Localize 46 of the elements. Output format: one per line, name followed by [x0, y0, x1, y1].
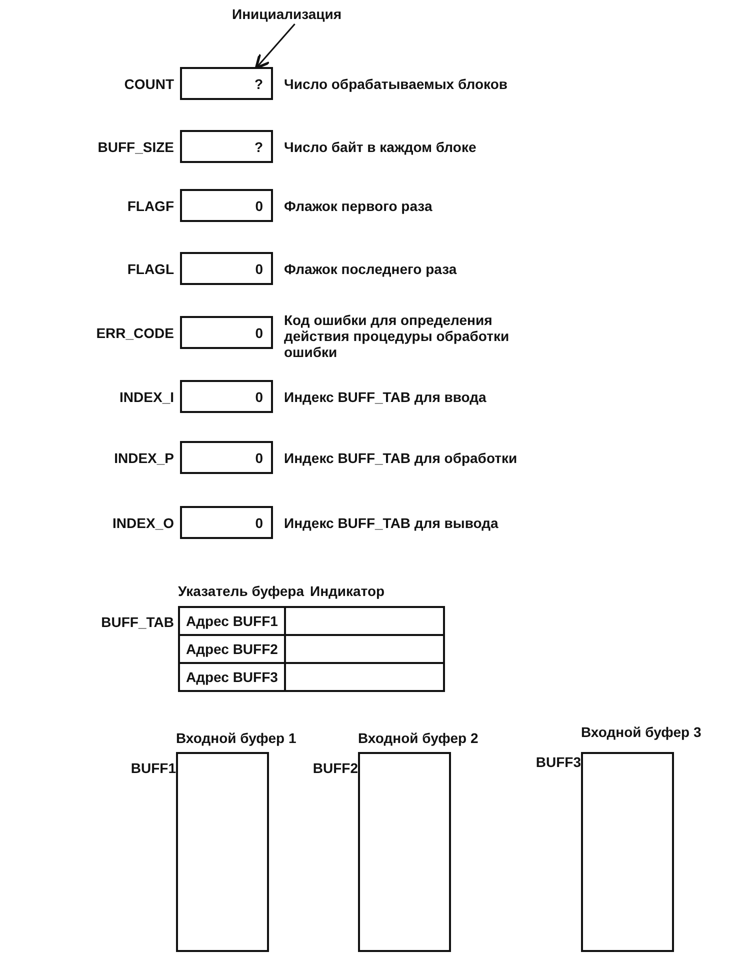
- cell-description: Индекс BUFF_TAB для вывода: [284, 515, 500, 531]
- column-header: Индикатор: [310, 583, 385, 599]
- cell-description: Код ошибки для определения действия процедуры обработки ошибки: [284, 312, 510, 360]
- variable-name: BUFF_SIZE: [98, 139, 174, 155]
- memory-cell: [180, 506, 273, 539]
- variable-name: INDEX_O: [112, 515, 174, 531]
- cell-description: Индекс BUFF_TAB для обработки: [284, 450, 518, 466]
- cell-description: Число обрабатываемых блоков: [284, 76, 509, 92]
- memory-cell: [180, 67, 273, 100]
- cell-value: 0: [255, 260, 263, 276]
- cell-value: 0: [255, 388, 263, 404]
- memory-cell: [180, 316, 273, 349]
- buffer-heading: Входной буфер 2: [358, 730, 478, 746]
- cell-value: ?: [254, 138, 263, 154]
- memory-cell: [180, 252, 273, 285]
- buffer-heading: Входной буфер 1: [176, 730, 296, 746]
- variable-name: ERR_CODE: [96, 325, 174, 341]
- column-header: Указатель буфера: [178, 583, 304, 599]
- memory-cell: [180, 189, 273, 222]
- table-cell: Адрес BUFF2: [179, 635, 285, 663]
- cell-description: Флажок первого раза: [284, 198, 434, 214]
- variable-name: INDEX_I: [120, 389, 174, 405]
- buffer-name: BUFF2: [312, 760, 358, 776]
- table-cell: Адрес BUFF1: [179, 607, 285, 635]
- variable-name: COUNT: [124, 76, 174, 92]
- arrow: [254, 23, 296, 70]
- cell-value: ?: [254, 76, 263, 92]
- memory-cell: [180, 130, 273, 163]
- variable-name: FLAGF: [127, 198, 174, 214]
- cell-value: 0: [255, 514, 263, 530]
- buffer-heading: Входной буфер 3: [581, 724, 702, 740]
- table-cell: Адрес BUFF3: [179, 663, 285, 691]
- cell-value: 0: [255, 450, 263, 466]
- cell-value: 0: [255, 198, 263, 214]
- memory-cell: [180, 380, 273, 413]
- buffer-name: BUFF3: [536, 754, 581, 770]
- cell-description: Индекс BUFF_TAB для ввода: [284, 389, 488, 405]
- buffer-name: BUFF1: [130, 760, 176, 776]
- cell-description: Число байт в каждом блоке: [284, 139, 478, 155]
- variable-name: INDEX_P: [114, 450, 174, 466]
- cell-value: 0: [255, 324, 263, 340]
- memory-cell: [180, 441, 273, 474]
- annotation-text: Инициализация: [232, 6, 342, 22]
- variable-name: FLAGL: [127, 261, 174, 277]
- cell-description: Флажок последнего раза: [284, 261, 458, 277]
- table-name: BUFF_TAB: [101, 614, 174, 630]
